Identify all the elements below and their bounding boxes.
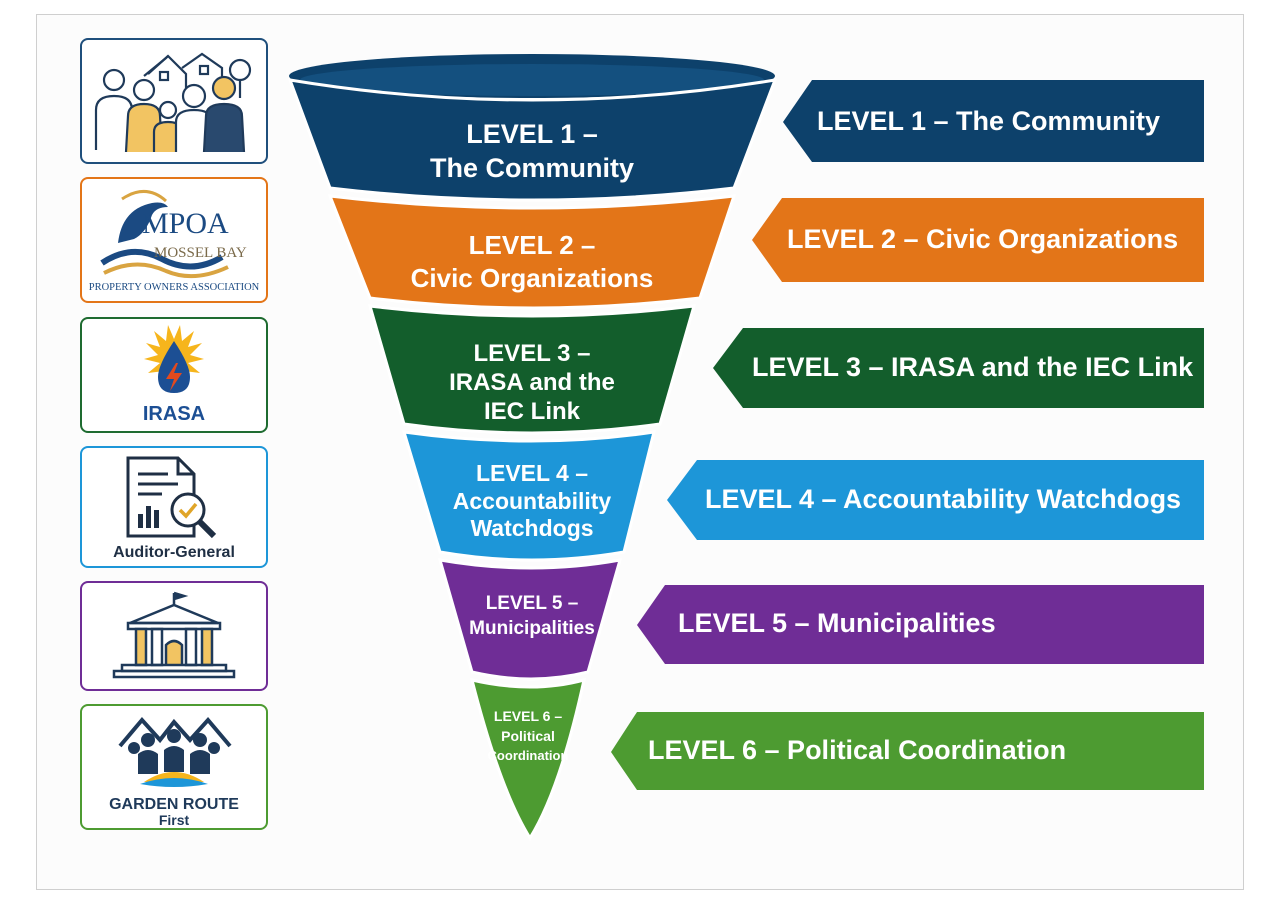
funnel-label-6-line3: Coordination <box>487 747 569 763</box>
garden-route-caption-line2: First <box>158 812 190 828</box>
funnel-label-6-line2: Political <box>501 728 555 745</box>
funnel-label-3-line2: IRASA and the <box>449 368 615 396</box>
dolphin-wave-icon <box>100 190 229 279</box>
mpoa-caption: PROPERTY OWNERS ASSOCIATION <box>88 282 260 293</box>
funnel-segment-3 <box>367 304 697 435</box>
funnel-label-6-line1: LEVEL 6 – <box>493 708 563 724</box>
funnel-rim-highlight <box>300 64 764 96</box>
funnel-label-4-line1: LEVEL 4 – <box>475 460 589 486</box>
funnel-label-5: LEVEL 5 – Municipalities <box>442 592 622 641</box>
banner-shape-4 <box>667 460 1204 540</box>
banner-shape-2 <box>752 198 1204 282</box>
funnel-label-4-line2: Accountability <box>452 487 612 514</box>
garden-route-caption-line1: GARDEN ROUTE <box>109 796 239 813</box>
report-magnifier-icon <box>126 456 217 539</box>
banner-shape-1 <box>783 80 1204 162</box>
auditor-general-logo: Auditor-General <box>80 446 268 568</box>
funnel-label-2: LEVEL 2 – Civic Organizations <box>392 229 672 294</box>
people-houses-sun-icon <box>118 716 232 787</box>
auditor-general-caption: Auditor-General <box>113 544 235 561</box>
community-logo <box>80 38 268 164</box>
mpoa-title: MPOA <box>142 207 229 240</box>
banner-shape-6 <box>611 712 1204 790</box>
banner-label-5: LEVEL 5 – Municipalities <box>678 608 996 638</box>
funnel-label-5-line1: LEVEL 5 – <box>485 593 579 614</box>
government-building-icon <box>112 591 236 679</box>
banner-label-6: LEVEL 6 – Political Coordination <box>648 735 1067 765</box>
mpoa-logo: MPOA MOSSEL BAY PROPERTY OWNERS ASSOCIAT… <box>80 177 268 303</box>
banner-shape-5 <box>637 585 1204 664</box>
funnel-segment-2 <box>327 194 737 310</box>
sun-drop-lightning-icon <box>144 325 204 393</box>
funnel-label-6: LEVEL 6 – Political Coordination <box>468 706 588 765</box>
municipality-logo <box>80 581 268 691</box>
funnel-label-3-line3: IEC Link <box>483 397 580 425</box>
banner-label-2: LEVEL 2 – Civic Organizations <box>787 224 1179 254</box>
funnel-segment-5 <box>437 558 623 681</box>
banner-label-3: LEVEL 3 – IRASA and the IEC Link <box>752 352 1194 382</box>
funnel-label-4-line3: Watchdogs <box>470 515 594 542</box>
funnel-label-5-line2: Municipalities <box>469 617 595 639</box>
funnel-label-2-line1: LEVEL 2 – <box>468 230 596 260</box>
funnel-label-2-line2: Civic Organizations <box>410 262 654 293</box>
funnel-segment-1 <box>287 78 778 202</box>
funnel-segment-4 <box>401 430 656 562</box>
mpoa-subtitle: MOSSEL BAY <box>154 245 247 261</box>
irasa-caption: IRASA <box>142 403 206 425</box>
garden-route-logo: GARDEN ROUTE First <box>80 704 268 830</box>
banner-label-1: LEVEL 1 – The Community <box>817 106 1161 136</box>
irasa-logo: IRASA <box>80 317 268 433</box>
funnel-label-1: LEVEL 1 – The Community <box>392 118 672 186</box>
funnel-label-1-line1: LEVEL 1 – <box>466 119 598 149</box>
family-with-houses-icon <box>94 52 252 153</box>
funnel-label-3-line1: LEVEL 3 – <box>473 340 591 367</box>
funnel-segment-6 <box>469 677 586 841</box>
banner-label-4: LEVEL 4 – Accountability Watchdogs <box>705 484 1182 514</box>
funnel-label-3: LEVEL 3 – IRASA and the IEC Link <box>412 340 652 426</box>
banner-shape-3 <box>713 328 1204 408</box>
funnel-label-4: LEVEL 4 – Accountability Watchdogs <box>422 460 642 543</box>
funnel-label-1-line2: The Community <box>429 152 634 183</box>
